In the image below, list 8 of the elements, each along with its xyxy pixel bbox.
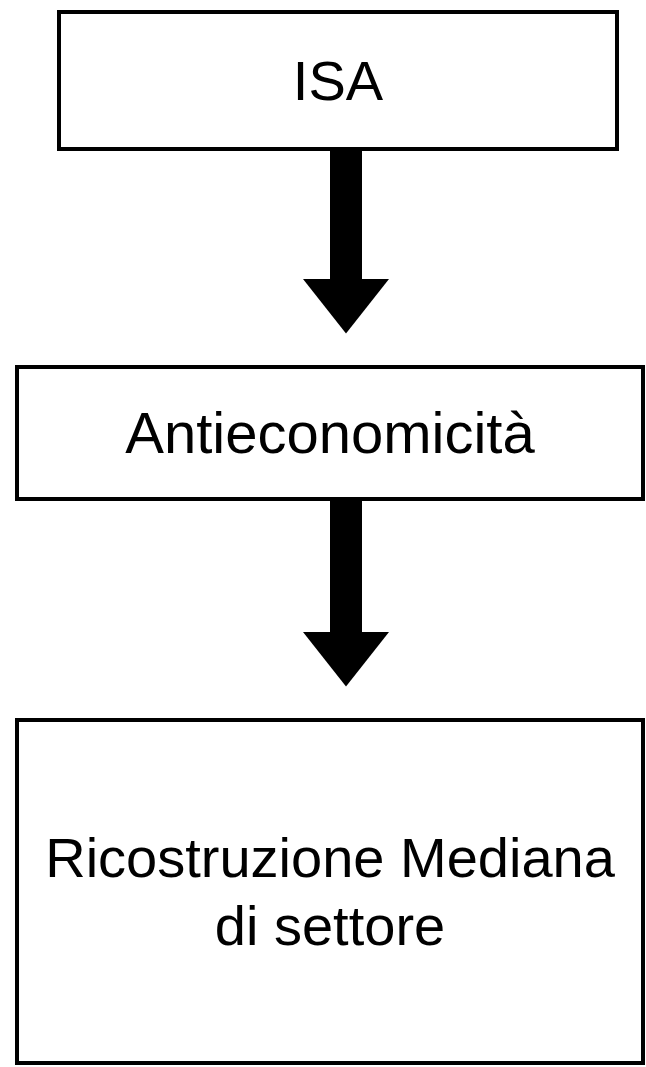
- process-box: [15, 365, 645, 501]
- block-arrow: [303, 501, 389, 687]
- process-box: [15, 718, 645, 1065]
- process-box: [57, 10, 619, 151]
- box-label: ISA: [292, 47, 384, 114]
- box-label: Ricostruzione Mediana di settore: [44, 825, 616, 959]
- box-label: Antieconomicità: [125, 399, 535, 468]
- block-arrow: [303, 151, 389, 334]
